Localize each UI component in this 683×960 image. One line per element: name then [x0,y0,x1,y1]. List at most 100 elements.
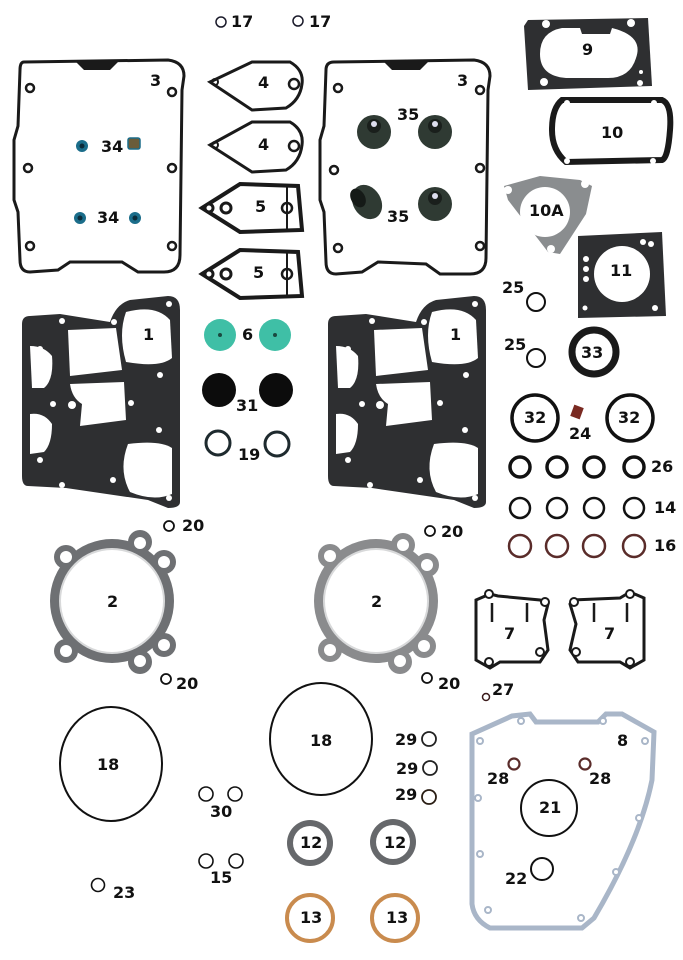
label-33: 33 [581,343,604,362]
part-19-orings [204,429,291,458]
part-1-rocker-base-gasket [22,296,180,508]
part-29-oring [422,760,438,776]
label-24: 24 [569,424,592,443]
part-3-rocker-cover-gasket [318,58,492,276]
part-33-shaft-seal [568,326,620,378]
part-17-oring [292,15,304,27]
part-20-oring [163,520,175,532]
label-22: 22 [505,869,528,888]
part-29-oring [421,731,437,747]
label-28: 28 [589,769,612,788]
label-10A: 10A [529,201,564,220]
label-35: 35 [387,207,410,226]
label-34: 34 [101,137,124,156]
part-30-oring [198,786,214,802]
label-12: 12 [300,833,323,852]
label-12: 12 [384,833,407,852]
label-18: 18 [97,755,120,774]
label-23: 23 [113,883,136,902]
label-1: 1 [143,325,155,344]
part-28-oring [578,757,592,771]
part-21-oring [520,779,578,837]
part-29-oring [421,789,437,805]
part-14-orings [508,496,646,520]
part-32-oring [510,393,560,443]
label-32: 32 [524,408,547,427]
label-19: 19 [238,445,261,464]
label-17: 17 [309,12,332,31]
label-13: 13 [386,908,409,927]
label-4: 4 [258,135,270,154]
part-20-oring [421,672,433,684]
label-15: 15 [210,868,233,887]
label-11: 11 [610,261,633,280]
part-18-oring [59,706,163,822]
part-26-orings [508,455,646,479]
part-24-bushing [570,404,584,420]
label-3: 3 [150,71,162,90]
part-2-head-gasket [314,533,439,674]
part-13-copper-gaskets [285,893,420,943]
label-6: 6 [242,325,254,344]
part-7-lifter-cover-gasket [568,589,646,670]
label-14: 14 [654,498,677,517]
label-7: 7 [504,624,516,643]
part-16-orings [507,533,647,559]
label-5: 5 [255,197,267,216]
label-29: 29 [395,730,418,749]
part-2-head-gasket [50,530,176,674]
part-10A-three-hole-gasket [504,176,592,254]
label-25: 25 [502,278,525,297]
part-4-teardrop-gasket [207,120,304,174]
part-25-oring [526,292,546,312]
label-28: 28 [487,769,510,788]
part-32-oring [605,393,655,443]
label-3: 3 [457,71,469,90]
part-18-oring [269,682,373,796]
part-1-rocker-base-gasket [328,296,486,508]
part-3-rocker-cover-gasket [12,58,186,274]
part-25-oring [526,348,546,368]
label-16: 16 [654,536,677,555]
part-34-valve-seals [74,137,141,224]
part-6-filter-pads [204,319,291,351]
part-20-oring [424,525,436,537]
label-10: 10 [601,123,624,142]
part-7-lifter-cover-gasket [474,589,550,670]
part-10-oval-gasket [548,97,674,166]
part-9-oval-flange-gasket [524,18,652,90]
part-22-oring [530,857,554,881]
label-31: 31 [236,396,259,415]
part-5-breather-gasket [198,247,305,301]
part-15-oring [228,853,244,869]
label-8: 8 [617,731,629,750]
label-32: 32 [618,408,641,427]
label-17: 17 [231,12,254,31]
label-4: 4 [258,73,270,92]
label-30: 30 [210,802,233,821]
label-7: 7 [604,624,616,643]
label-18: 18 [310,731,333,750]
part-15-oring [198,853,214,869]
part-11-square-gasket [578,232,666,318]
part-12-exhaust-gaskets [287,819,416,866]
label-2: 2 [107,592,119,611]
label-34: 34 [97,208,120,227]
label-21: 21 [539,798,562,817]
label-20: 20 [176,674,199,693]
label-20: 20 [438,674,461,693]
part-5-breather-gasket [198,181,305,235]
part-20-oring [160,673,172,685]
label-29: 29 [395,785,418,804]
label-20: 20 [441,522,464,541]
part-4-teardrop-gasket [206,60,304,112]
part-17-oring [215,16,227,28]
label-13: 13 [300,908,323,927]
part-23-oring [90,877,106,893]
label-27: 27 [492,680,515,699]
part-30-oring [227,786,243,802]
label-26: 26 [651,457,674,476]
part-35-valve-stem-seals [350,115,452,221]
label-29: 29 [396,759,419,778]
